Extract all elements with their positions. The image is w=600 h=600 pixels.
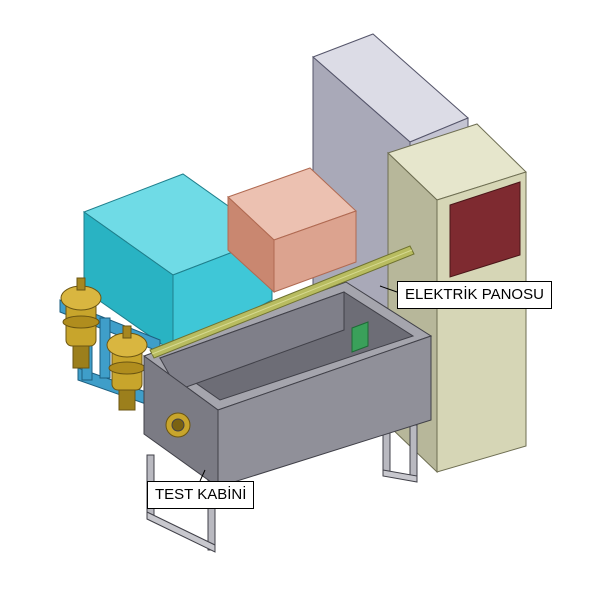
test-cabin-label: TEST KABİNİ	[147, 481, 255, 509]
green-plate	[351, 321, 369, 353]
panel-door	[449, 181, 521, 278]
cabin-leader-line	[199, 469, 206, 482]
hydraulic-unit-left	[60, 277, 102, 369]
test-cabin	[142, 281, 433, 553]
panel-leader-line	[379, 285, 398, 293]
salmon-box	[227, 167, 357, 294]
long-pipe	[149, 245, 415, 359]
electrical-panel-label: ELEKTRİK PANOSU	[397, 281, 552, 309]
